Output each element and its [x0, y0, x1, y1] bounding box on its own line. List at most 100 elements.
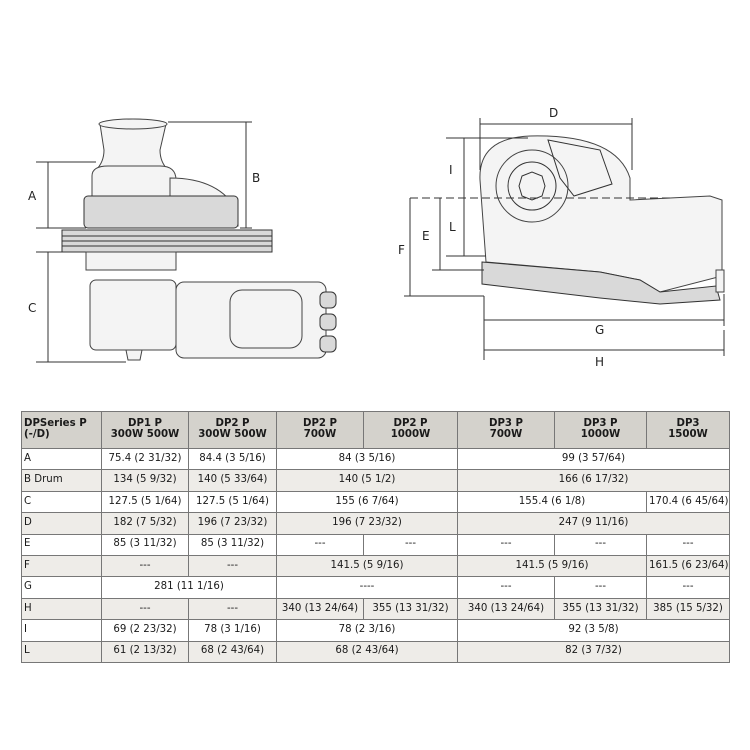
table-cell: ---: [188, 597, 277, 621]
table-cell: ---: [188, 554, 277, 578]
top-view: [410, 135, 725, 305]
top-terminal: [715, 269, 725, 293]
table-cell: 141.5 (5 9/16): [457, 554, 647, 578]
table-cell: 75.4 (2 31/32): [101, 447, 189, 471]
table-cell: ---: [363, 533, 458, 556]
table-cell: 340 (13 24/64): [276, 597, 364, 621]
table-row: C 127.5 (5 1/64) 127.5 (5 1/64) 155 (6 7…: [21, 490, 730, 514]
label-l: L: [449, 220, 456, 234]
top-base: [481, 261, 721, 305]
table-cell: 78 (2 3/16): [276, 619, 458, 642]
table-cell: 68 (2 43/64): [276, 640, 458, 663]
table-cell: 140 (5 33/64): [188, 469, 277, 492]
table-cell: 68 (2 43/64): [188, 640, 277, 663]
table-cell: 78 (3 1/16): [188, 619, 277, 642]
table-cell: 385 (15 5/32): [646, 597, 730, 621]
drum-top: [98, 118, 168, 130]
table-cell: 69 (2 23/32): [101, 619, 189, 642]
table-row: G 281 (11 1/16) ---- --- --- ---: [21, 576, 730, 599]
table-cell: 247 (9 11/16): [457, 512, 730, 535]
row-label: G: [21, 576, 102, 599]
terminal-3: [319, 335, 337, 353]
table-cell: 281 (11 1/16): [101, 576, 277, 599]
label-d: D: [549, 106, 558, 120]
row-label: D: [21, 512, 102, 535]
shaft-housing: [85, 251, 177, 271]
table-cell: ---: [646, 576, 730, 599]
base-housing: [83, 195, 239, 229]
table-cell: 155 (6 7/64): [276, 490, 458, 514]
table-cell: ---: [101, 554, 189, 578]
table-row: D 182 (7 5/32) 196 (7 23/32) 196 (7 23/3…: [21, 512, 730, 535]
cap: [91, 165, 177, 197]
table-cell: 340 (13 24/64): [457, 597, 555, 621]
side-view-dimensions: A B C: [28, 121, 260, 363]
table-cell: 84.4 (3 5/16): [188, 447, 277, 471]
table-row: I 69 (2 23/32) 78 (3 1/16) 78 (2 3/16) 9…: [21, 619, 730, 642]
top-view-dimensions: D I L E F G H: [398, 106, 725, 369]
row-label: E: [21, 533, 102, 556]
table-cell: 85 (3 11/32): [188, 533, 277, 556]
table-cell: 155.4 (6 1/8): [457, 490, 647, 514]
table-cell: ---: [554, 533, 647, 556]
row-label: H: [21, 597, 102, 621]
drum-circle: [495, 149, 569, 223]
table-cell: 166 (6 17/32): [457, 469, 730, 492]
label-c: C: [28, 301, 36, 315]
table-cell: 355 (13 31/32): [363, 597, 458, 621]
label-i: I: [449, 163, 453, 177]
table-cell: 92 (3 5/8): [457, 619, 730, 642]
table-row: H --- --- 340 (13 24/64) 355 (13 31/32) …: [21, 597, 730, 621]
table-row: F --- --- 141.5 (5 9/16) 141.5 (5 9/16) …: [21, 554, 730, 578]
table-cell: 196 (7 23/32): [276, 512, 458, 535]
terminal-1: [319, 291, 337, 309]
row-label: C: [21, 490, 102, 514]
table-cell: ---: [646, 533, 730, 556]
table-cell: 196 (7 23/32): [188, 512, 277, 535]
label-h: H: [595, 355, 604, 369]
gearbox-bottom: [125, 349, 143, 361]
table-cell: 127.5 (5 1/64): [101, 490, 189, 514]
table-cell: ----: [276, 576, 458, 599]
row-label: B Drum: [21, 469, 102, 492]
label-g: G: [595, 323, 604, 337]
table-row: L 61 (2 13/32) 68 (2 43/64) 68 (2 43/64)…: [21, 640, 730, 663]
side-view: [61, 118, 337, 361]
table-row: A 75.4 (2 31/32) 84.4 (3 5/16) 84 (3 5/1…: [21, 447, 730, 471]
table-row: E 85 (3 11/32) 85 (3 11/32) --- --- --- …: [21, 533, 730, 556]
table-cell: 85 (3 11/32): [101, 533, 189, 556]
table-cell: ---: [457, 576, 555, 599]
table-cell: ---: [554, 576, 647, 599]
windlass-dimension-drawing: A B C D I L: [28, 106, 725, 369]
table-cell: 141.5 (5 9/16): [276, 554, 458, 578]
table-cell: 99 (3 57/64): [457, 447, 730, 471]
table-cell: ---: [101, 597, 189, 621]
table-row: B Drum 134 (5 9/32) 140 (5 33/64) 140 (5…: [21, 469, 730, 492]
motor-cover: [229, 289, 303, 349]
table-cell: 161.5 (6 23/64): [646, 554, 730, 578]
table-cell: 182 (7 5/32): [101, 512, 189, 535]
label-a: A: [28, 189, 37, 203]
label-f: F: [398, 243, 405, 257]
terminal-2: [319, 313, 337, 331]
table-cell: 82 (3 7/32): [457, 640, 730, 663]
label-e: E: [422, 229, 430, 243]
table-cell: 170.4 (6 45/64): [646, 490, 730, 514]
row-label: L: [21, 640, 102, 663]
table-cell: 134 (5 9/32): [101, 469, 189, 492]
table-cell: 84 (3 5/16): [276, 447, 458, 471]
table-cell: 127.5 (5 1/64): [188, 490, 277, 514]
row-label: A: [21, 447, 102, 471]
row-label: I: [21, 619, 102, 642]
header-series: DPSeries P(-/D): [21, 411, 102, 449]
row-label: F: [21, 554, 102, 578]
label-b: B: [252, 171, 260, 185]
table-cell: ---: [457, 533, 555, 556]
